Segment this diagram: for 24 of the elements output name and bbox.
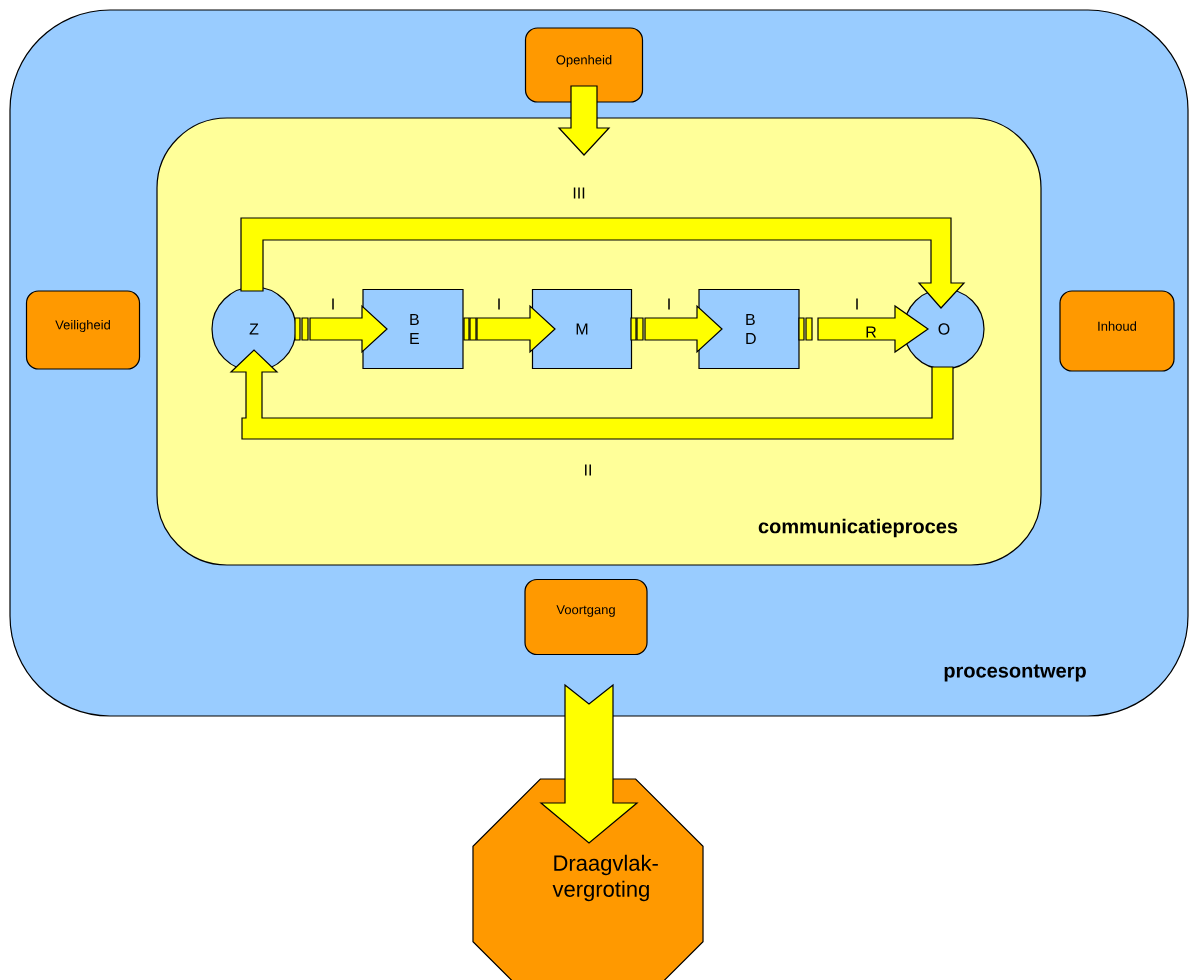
process-box: B E	[362, 288, 464, 370]
block-arrow	[229, 349, 954, 440]
block-arrow	[557, 85, 611, 156]
rounded-box: Inhoud	[1059, 290, 1175, 372]
octagon-node: Draagvlak-vergroting	[472, 778, 704, 980]
block-arrow	[294, 304, 388, 354]
process-box: B D	[698, 288, 800, 370]
block-arrow	[798, 304, 930, 354]
arrow-label: R	[866, 326, 877, 338]
block-arrow	[240, 217, 966, 309]
edge-label: I	[664, 296, 674, 312]
block-arrow	[630, 304, 723, 354]
rounded-box: Openheid	[524, 27, 644, 103]
rounded-box: Voortgang	[524, 578, 648, 656]
edge-label: I	[852, 296, 862, 312]
process-box: M	[531, 288, 633, 370]
rounded-box: Veiligheid	[25, 290, 141, 370]
block-arrow	[463, 304, 556, 354]
block-arrow	[539, 683, 639, 844]
edge-label: I	[494, 296, 504, 312]
edge-label: III	[570, 185, 588, 201]
panel-heading: communicatieproces	[758, 518, 958, 538]
edge-label: I	[328, 296, 338, 312]
panel-heading: procesontwerp	[944, 664, 1086, 682]
